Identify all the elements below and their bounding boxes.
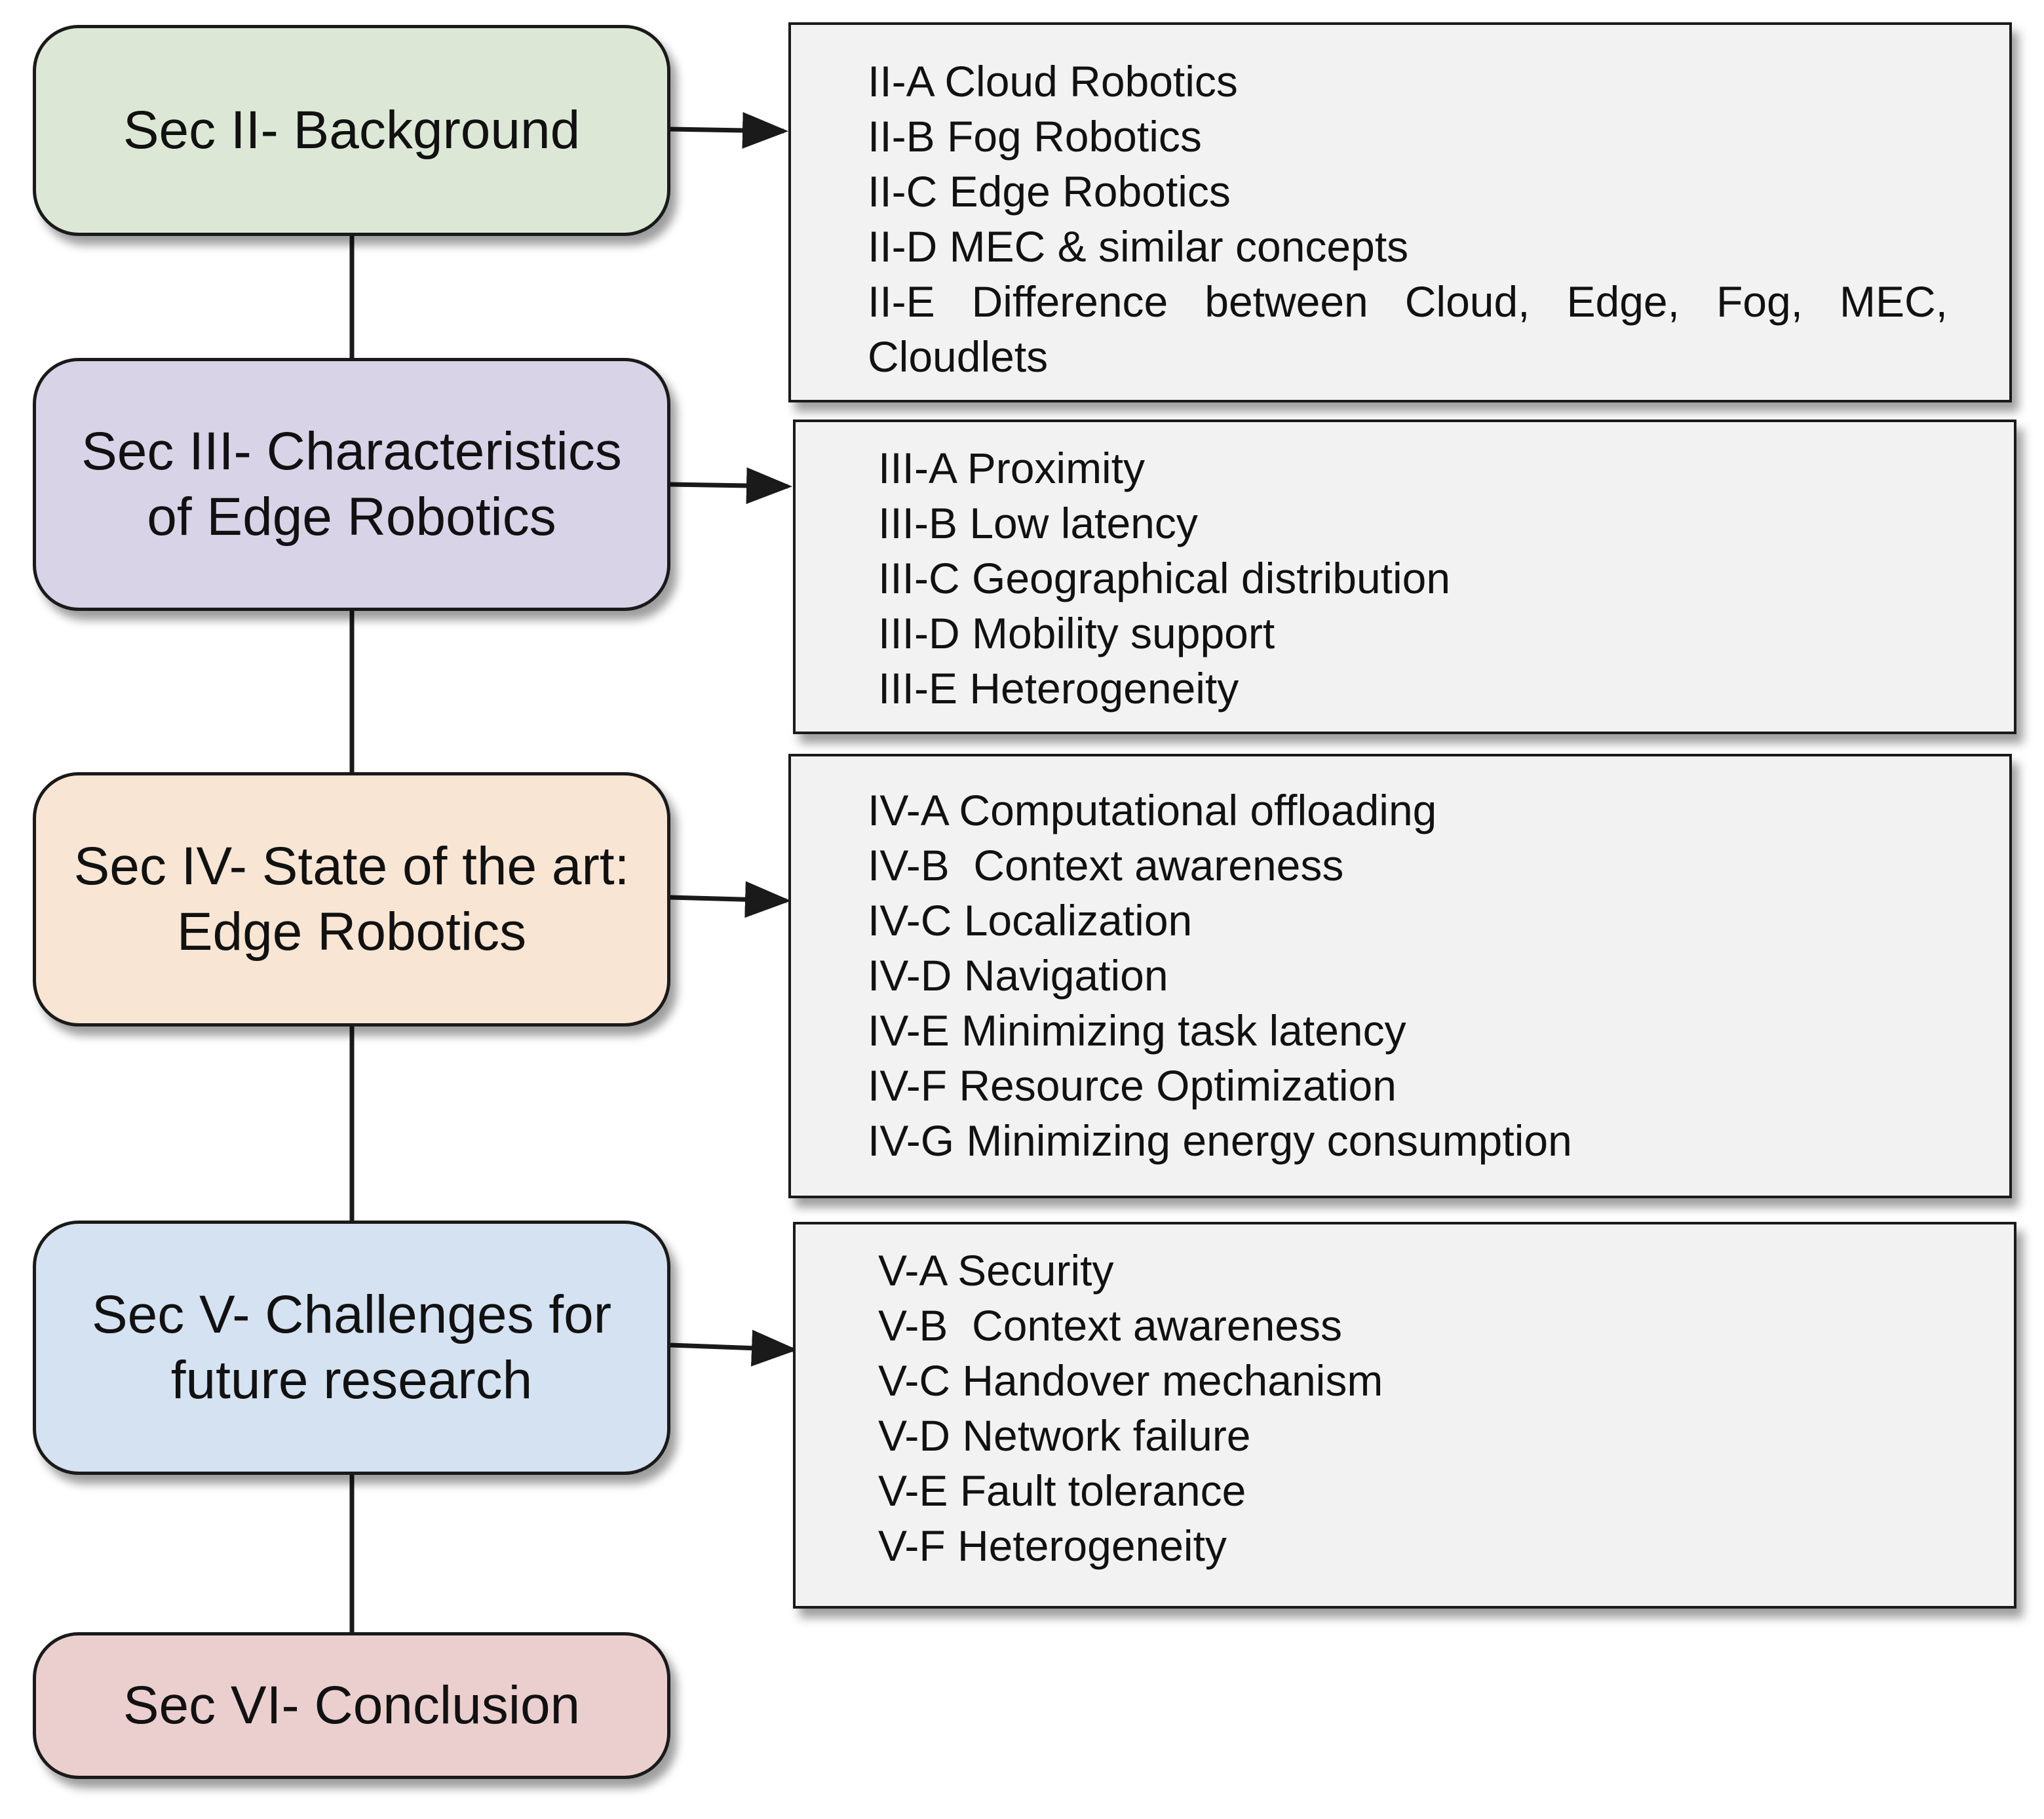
list-item: II-C Edge Robotics xyxy=(868,167,1231,216)
section-box-state-of-art: Sec IV- State of the art: Edge Robotics xyxy=(33,772,670,1027)
subsection-box-characteristics: III-A Proximity III-B Low latency III-C … xyxy=(793,420,2016,734)
list-item: IV-E Minimizing task latency xyxy=(868,1006,1406,1055)
section-label-characteristics: Sec III- Characteristics of Edge Robotic… xyxy=(81,421,622,547)
section-label-conclusion: Sec VI- Conclusion xyxy=(123,1675,581,1735)
subsection-list-challenges: V-A Security V-B Context awareness V-C H… xyxy=(878,1243,1959,1573)
list-item: IV-D Navigation xyxy=(868,951,1168,1000)
list-item: IV-C Localization xyxy=(868,896,1193,945)
subsection-box-challenges: V-A Security V-B Context awareness V-C H… xyxy=(793,1222,2016,1609)
list-item: III-A Proximity xyxy=(878,444,1146,492)
section-box-conclusion: Sec VI- Conclusion xyxy=(33,1632,670,1779)
subsection-box-state-of-art: IV-A Computational offloading IV-B Conte… xyxy=(788,754,2012,1198)
list-item: II-A Cloud Robotics xyxy=(868,57,1238,106)
subsection-list-background: II-A Cloud Robotics II-B Fog Robotics II… xyxy=(868,54,1948,384)
subsection-list-characteristics: III-A Proximity III-B Low latency III-C … xyxy=(878,440,1959,716)
list-item: V-D Network failure xyxy=(878,1411,1251,1460)
arrow-background xyxy=(670,111,788,149)
list-item: V-B Context awareness xyxy=(878,1301,1343,1350)
section-box-characteristics: Sec III- Characteristics of Edge Robotic… xyxy=(33,358,670,611)
list-item: III-C Geographical distribution xyxy=(878,554,1451,602)
section-box-challenges: Sec V- Challenges for future research xyxy=(33,1221,670,1475)
list-item: V-F Heterogeneity xyxy=(878,1521,1227,1570)
list-item: V-E Fault tolerance xyxy=(878,1466,1246,1515)
list-item: II-E Difference between Cloud, Edge, Fog… xyxy=(868,277,1948,381)
arrow-state-of-art xyxy=(670,881,791,918)
section-label-background: Sec II- Background xyxy=(123,100,581,160)
section-box-background: Sec II- Background xyxy=(33,25,670,236)
section-label-challenges: Sec V- Challenges for future research xyxy=(91,1285,612,1410)
list-item: IV-G Minimizing energy consumption xyxy=(868,1116,1572,1165)
list-item: III-D Mobility support xyxy=(878,609,1275,657)
subsection-list-state-of-art: IV-A Computational offloading IV-B Conte… xyxy=(868,783,1949,1168)
arrow-challenges xyxy=(670,1329,798,1367)
list-item: II-D MEC & similar concepts xyxy=(868,222,1409,271)
list-item: IV-B Context awareness xyxy=(868,841,1344,890)
list-item: V-A Security xyxy=(878,1246,1114,1295)
list-item: III-E Heterogeneity xyxy=(878,664,1239,713)
list-item: II-B Fog Robotics xyxy=(868,112,1202,161)
list-item: III-B Low latency xyxy=(878,499,1198,547)
subsection-box-background: II-A Cloud Robotics II-B Fog Robotics II… xyxy=(788,22,2012,402)
section-label-state-of-art: Sec IV- State of the art: Edge Robotics xyxy=(73,836,630,962)
list-item: IV-A Computational offloading xyxy=(868,786,1437,834)
list-item: V-C Handover mechanism xyxy=(878,1356,1383,1405)
arrow-characteristics xyxy=(670,467,792,504)
list-item: IV-F Resource Optimization xyxy=(868,1061,1397,1110)
